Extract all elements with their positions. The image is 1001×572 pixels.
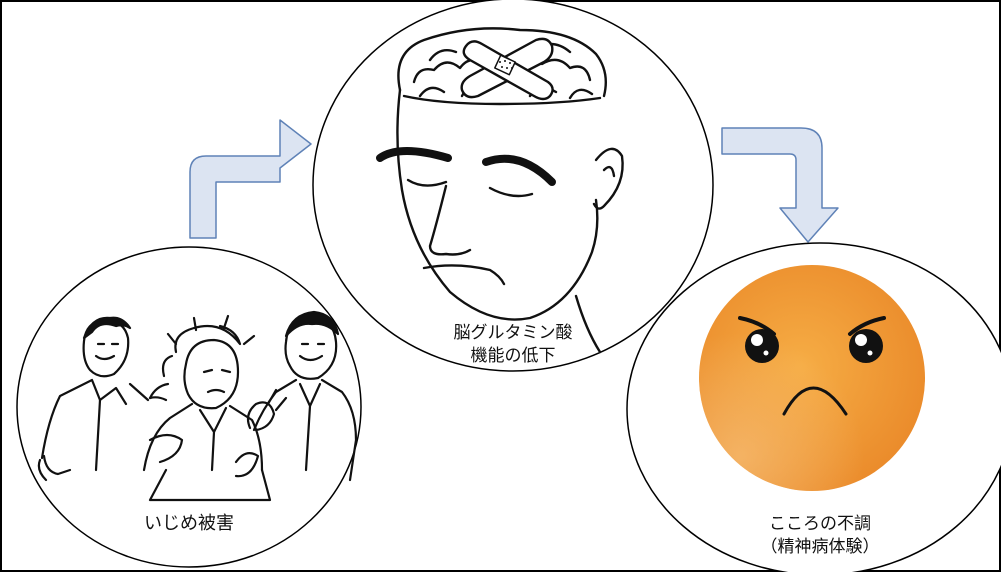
arrow-bullying-to-brain [189,119,312,239]
brain-circle [312,0,714,372]
bullying-label: いじめ被害 [144,513,234,534]
mind-node: こころの不調 （精神病体験） [626,242,1001,572]
brain-label-line2: 機能の低下 [471,346,556,366]
bullying-node: いじめ被害 [16,246,362,568]
frowning-face-illustration [699,265,925,491]
brain-label-line1: 脳グルタミン酸 [454,323,573,343]
mind-label-line2: （精神病体験） [761,537,880,557]
head-with-bandaged-brain-illustration [376,27,624,354]
arrow-brain-to-mind [721,127,839,243]
mind-label-line1: こころの不調 [769,514,871,534]
bullying-scene-illustration [37,310,358,502]
brain-node: 脳グルタミン酸 機能の低下 [312,0,714,372]
